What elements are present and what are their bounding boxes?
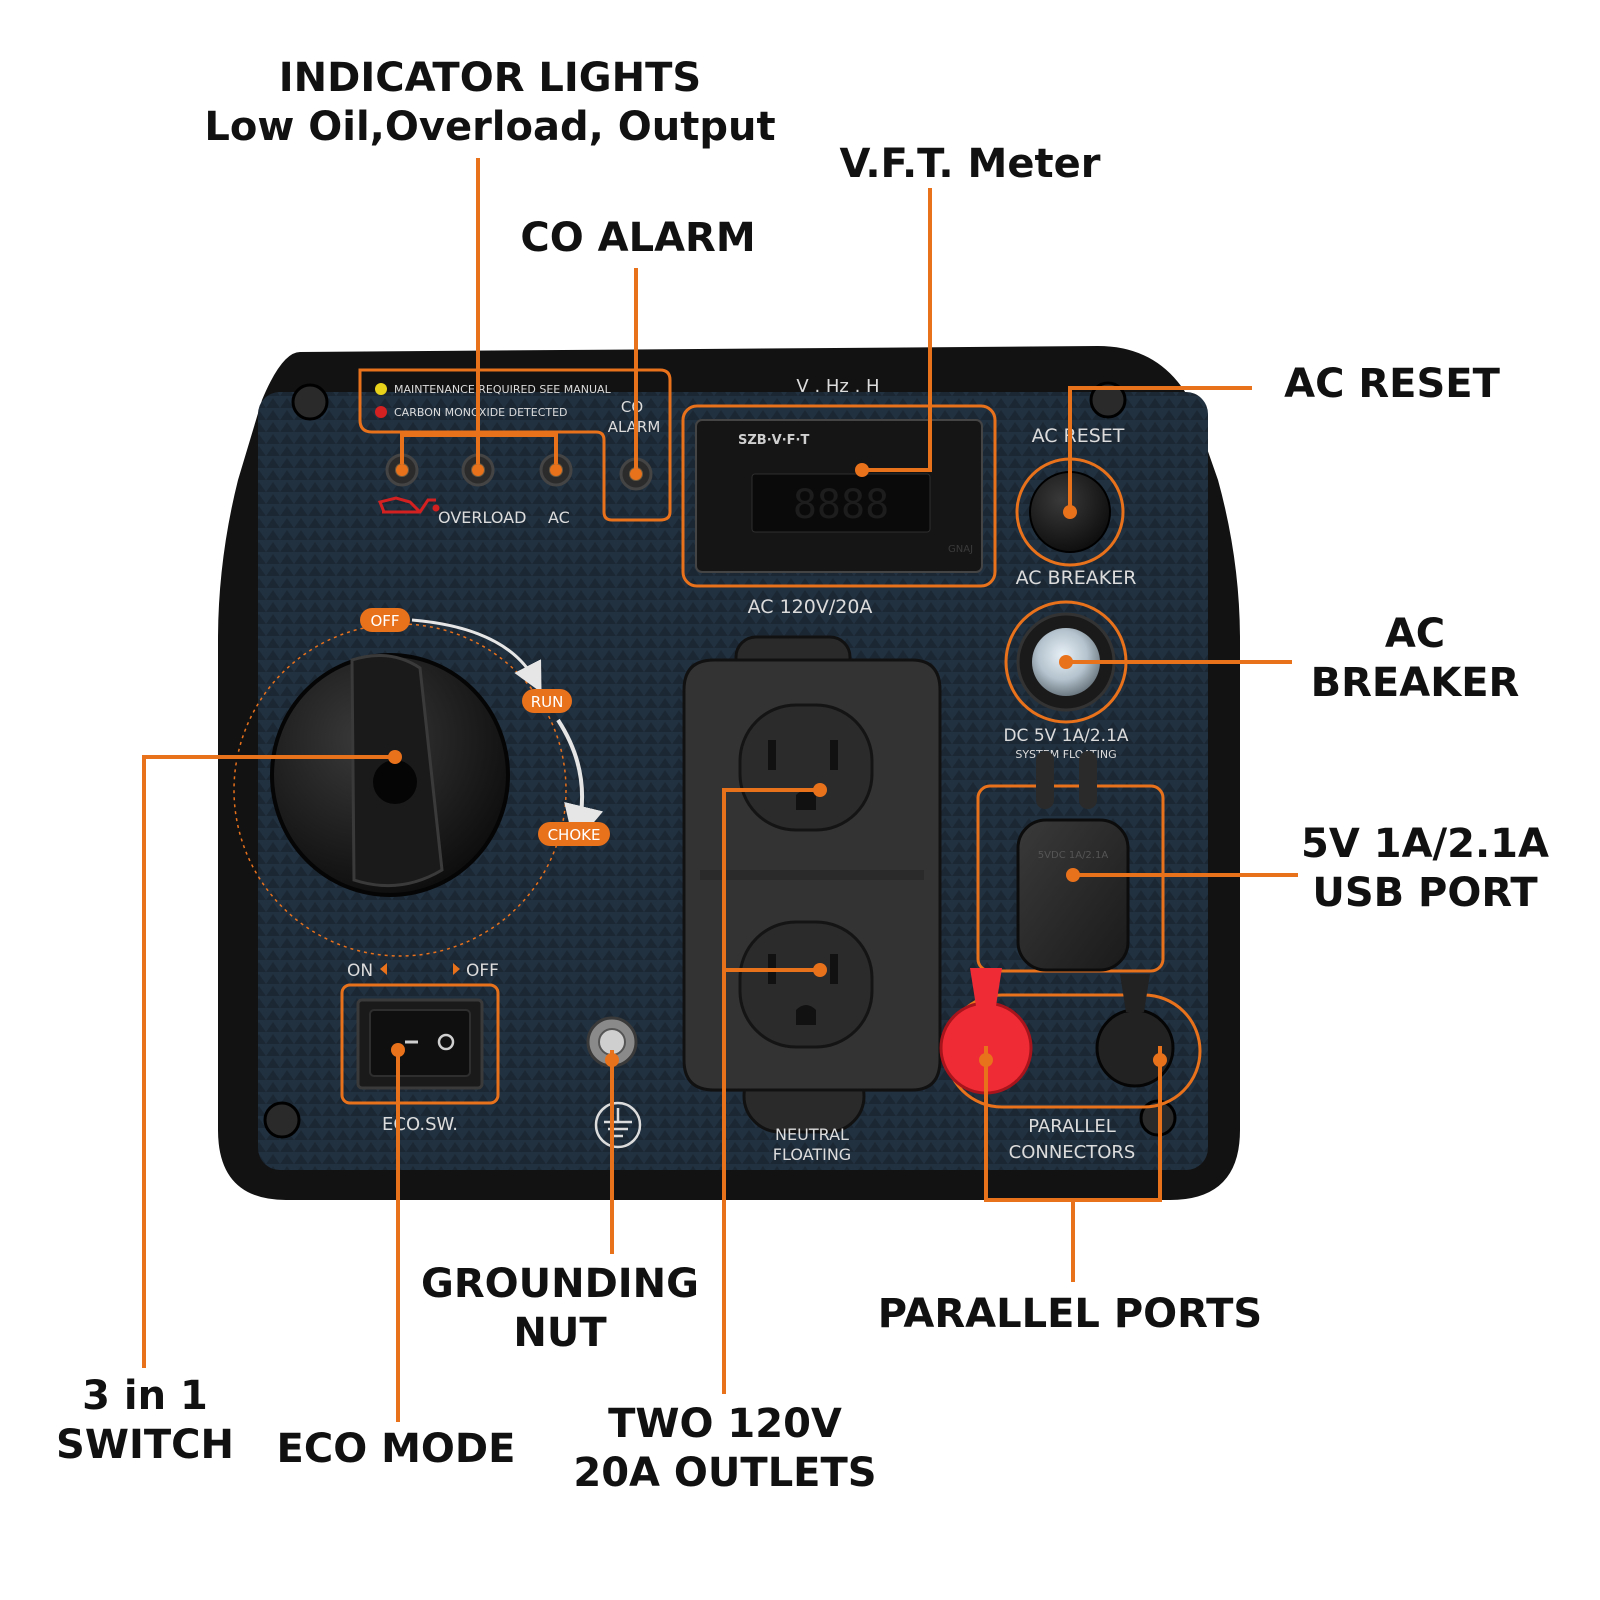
ac-reset-callout: AC RESET xyxy=(1284,361,1500,407)
grounding-callout-line2: NUT xyxy=(513,1309,607,1356)
vhz-label: V . Hz . H xyxy=(796,376,879,397)
indicator-lights-callout: INDICATOR LIGHTS Low Oil,Overload, Outpu… xyxy=(190,54,790,152)
floating-label: FLOATING xyxy=(773,1145,851,1164)
co-indicator-dot xyxy=(375,406,387,418)
meter-brand: SZB·V·F·T xyxy=(738,433,809,448)
overload-panel-label: OVERLOAD xyxy=(438,508,526,527)
meter-small-text: GNAJ xyxy=(948,544,973,555)
usb-callout-line2: USB PORT xyxy=(1312,869,1538,916)
outlets-callout-line1: TWO 120V xyxy=(608,1401,842,1447)
leader-outlets xyxy=(722,788,822,1394)
leader-vft xyxy=(860,188,932,472)
indicator-lights-title: INDICATOR LIGHTS xyxy=(278,55,702,101)
switch-callout-line1: 3 in 1 xyxy=(82,1373,208,1419)
usb-cap-text: 5VDC 1A/2.1A xyxy=(1038,850,1109,861)
ac-breaker-panel-label: AC BREAKER xyxy=(1016,567,1137,589)
oil-can-icon xyxy=(377,496,440,514)
ac-outlet-bottom xyxy=(738,920,874,1049)
indicator-lights-subtitle: Low Oil,Overload, Output xyxy=(204,103,776,150)
neutral-label: NEUTRAL xyxy=(775,1125,849,1144)
meter-display xyxy=(751,473,931,533)
eco-rocker-switch xyxy=(369,1009,471,1077)
ac-breaker-callout-line1: AC xyxy=(1384,611,1446,657)
eco-off-label: OFF xyxy=(466,961,499,981)
knob-off-label: OFF xyxy=(370,612,399,630)
ac-reset-panel-label: AC RESET xyxy=(1032,425,1125,447)
switch-3in1-callout: 3 in 1 SWITCH xyxy=(40,1372,250,1470)
ac-breaker-callout: AC BREAKER xyxy=(1300,610,1530,708)
knob-choke-label: CHOKE xyxy=(548,826,601,844)
dc-rating-label: DC 5V 1A/2.1A xyxy=(1003,726,1128,746)
usb-callout: 5V 1A/2.1A USB PORT xyxy=(1290,820,1560,918)
usb-cover-strap xyxy=(1036,751,1097,809)
connectors-label: CONNECTORS xyxy=(1009,1142,1136,1163)
grounding-nut-callout: GROUNDING NUT xyxy=(410,1260,710,1358)
eco-sw-label: ECO.SW. xyxy=(382,1114,458,1135)
outlets-callout: TWO 120V 20A OUTLETS xyxy=(570,1400,880,1498)
knob-hole xyxy=(373,760,417,804)
ac-outlet-top xyxy=(738,703,874,832)
knob-arc-arrow xyxy=(411,618,542,693)
eco-mode-callout: ECO MODE xyxy=(276,1426,516,1472)
meter-frame xyxy=(681,404,997,588)
system-floating-label: SYSTEM FLOATING xyxy=(1015,748,1116,761)
co-detected-text: CARBON MONOXIDE DETECTED xyxy=(394,406,568,419)
usb-port-cover xyxy=(1016,818,1130,972)
knob-run-label: RUN xyxy=(531,693,564,711)
leader-lines xyxy=(142,158,1298,1422)
leader-ac-reset xyxy=(1068,386,1252,514)
co-alarm-callout: CO ALARM xyxy=(520,215,756,261)
knob-dial-ring xyxy=(233,623,567,957)
parallel-ports-callout: PARALLEL PORTS xyxy=(877,1291,1263,1337)
grounding-callout-line1: GROUNDING xyxy=(421,1261,699,1307)
leader-switch xyxy=(142,755,397,1368)
meter-digits: 8888 xyxy=(793,482,889,528)
parallel-label: PARALLEL xyxy=(1028,1116,1116,1137)
knob-arc-arrow-2 xyxy=(556,718,604,846)
ac-rating-label: AC 120V/20A xyxy=(748,596,873,618)
eco-on-label: ON xyxy=(347,961,373,981)
leader-indicator xyxy=(400,158,558,464)
usb-callout-line1: 5V 1A/2.1A xyxy=(1301,821,1549,867)
ac-panel-label: AC xyxy=(548,508,570,527)
co-alarm-panel-label-1: CO xyxy=(621,398,643,416)
maintenance-indicator-dot xyxy=(375,383,387,395)
leader-end-dot xyxy=(388,463,1167,1067)
maintenance-text: MAINTENANCE REQUIRED SEE MANUAL xyxy=(394,383,612,396)
leader-parallel xyxy=(984,1046,1162,1282)
eco-switch-frame xyxy=(340,983,500,1105)
outlets-callout-line2: 20A OUTLETS xyxy=(573,1449,877,1496)
ac-breaker-callout-line2: BREAKER xyxy=(1310,659,1520,706)
indicator-frame xyxy=(358,368,672,522)
switch-callout-line2: SWITCH xyxy=(56,1421,234,1468)
vft-meter-callout: V.F.T. Meter xyxy=(839,141,1101,187)
